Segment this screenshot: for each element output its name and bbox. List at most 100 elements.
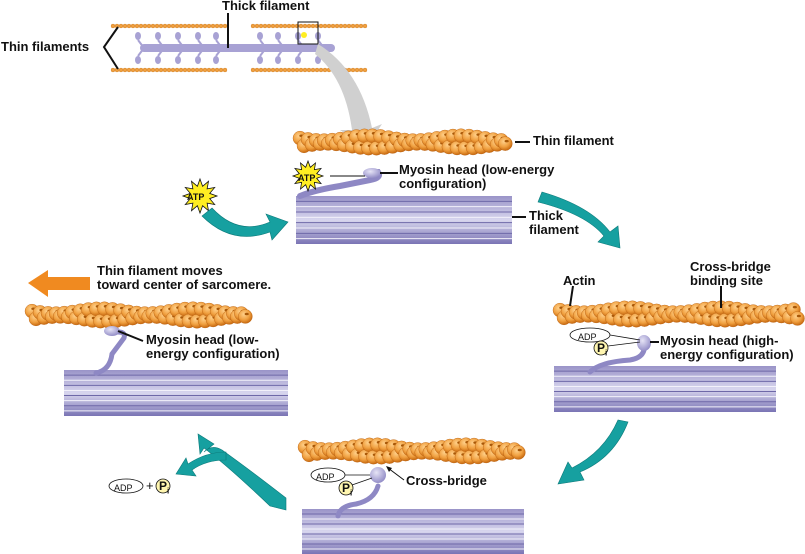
overview-myosin-head [257,32,263,40]
step1-thick-filament [296,196,512,244]
overview-myosin-head [275,56,281,64]
overview-actin-bead [218,67,224,73]
overview-myosin-neck [215,39,223,49]
overview-actin-bead [206,67,212,73]
step2-pi-circle [593,340,609,356]
overview-actin-bead [314,67,320,73]
overview-actin-bead [130,67,136,73]
zoom-pointer-arrow [315,44,382,148]
crossbridge-pointer-icon [386,466,392,472]
overview-myosin-head [195,32,201,40]
overview-myosin-neck [157,39,165,49]
overview-myosin-head [213,32,219,40]
sarcomere-overview [102,13,382,148]
thick-filament-label: Thick filament [222,0,310,13]
release-pi-subscript: i [167,486,170,496]
overview-actin-bead [158,23,164,29]
thick-filament-body [554,366,776,412]
overview-myosin-head [315,56,321,64]
overview-myosin-head [175,32,181,40]
overview-actin-bead [214,67,220,73]
overview-actin-bead [270,67,276,73]
overview-myosin-heads [135,32,325,64]
overview-thick-filament [140,44,335,52]
overview-actin-bead [158,67,164,73]
overview-actin-bead [202,23,208,29]
overview-actin-bead [178,23,184,29]
thick-filament-body [302,509,524,554]
overview-actin-bead [362,23,368,29]
overview-actin-bead [286,67,292,73]
step3-myosin-head [370,467,386,483]
overview-actin-bead [198,23,204,29]
overview-actin-bead [174,23,180,29]
crossbridge-label: Cross-bridge [406,473,487,488]
step4-thin-filament [24,301,253,329]
overview-actin-bead [318,23,324,29]
overview-actin-bead [274,23,280,29]
overview-actin-bead [222,23,228,29]
overview-actin-bead [110,67,116,73]
step1-thin-filament [292,128,513,156]
step2-myosin-label-line2: energy configuration) [660,347,794,362]
overview-myosin-neck [197,39,205,49]
step4-myosin-neck [93,329,127,376]
actin-bead-pit [796,314,801,318]
overview-actin-bead [250,23,256,29]
overview-actin-bead [190,23,196,29]
overview-actin-bead [130,23,136,29]
overview-actin-bead [186,67,192,73]
overview-myosin-neck [317,39,325,49]
step2-thick-filament [554,366,776,412]
overview-actin-bead [254,23,260,29]
release-adp-oval [108,478,144,494]
thick-filament-body [64,370,288,416]
step2-pi-text: Pi [597,341,607,360]
step1-myosin-head [363,168,381,178]
overview-actin-bead [290,67,296,73]
overview-actin-bead [338,23,344,29]
overview-actin-bead [250,67,256,73]
move-label-line1: Thin filament moves [97,263,223,278]
overview-actin-bead [258,23,264,29]
overview-actin-bead [322,23,328,29]
step3-pi-leader [351,477,373,486]
overview-actin-bead [266,23,272,29]
overview-actin-bead [178,67,184,73]
overview-actin-bead [142,23,148,29]
actin-label: Actin [563,273,596,288]
step2-pi-subscript: i [605,348,608,358]
step2-myosin-head [637,335,651,351]
binding-site-label-line1: Cross-bridge [690,259,771,274]
overview-myosin-neck [157,47,165,57]
overview-actin-bead [170,67,176,73]
actin-leader [569,285,574,307]
overview-actin-bead [306,23,312,29]
actin-bead-pit [244,312,249,316]
cycle-arrow-to-step2 [537,191,621,249]
step4-panel [24,270,288,416]
step3-pi-letter: P [342,481,351,495]
release-branch-arrow [175,451,227,477]
overview-actin-bead [254,67,260,73]
overview-actin-bead [182,67,188,73]
actin-bead [238,309,253,324]
overview-actin-bead [354,23,360,29]
thin-filaments-bracket [102,26,119,70]
step2-pi-leader [607,341,641,347]
cycle-arrows [175,191,629,511]
overview-actin-bead [310,23,316,29]
step3-pi-subscript: i [350,488,353,498]
release-adp-text: ADP [114,483,133,493]
overview-actin-bead [186,23,192,29]
thin-filaments-label: Thin filaments [1,39,90,54]
overview-actin-bead [126,23,132,29]
step4-myosin-head [104,326,120,336]
overview-actin-bead [138,23,144,29]
overview-myosin-neck [177,39,185,49]
overview-atp-dot [301,32,307,38]
free-atp-text: ATP [187,192,205,202]
overview-actin-bead [354,67,360,73]
overview-myosin-head [275,32,281,40]
actin-bead-pit [517,448,522,452]
